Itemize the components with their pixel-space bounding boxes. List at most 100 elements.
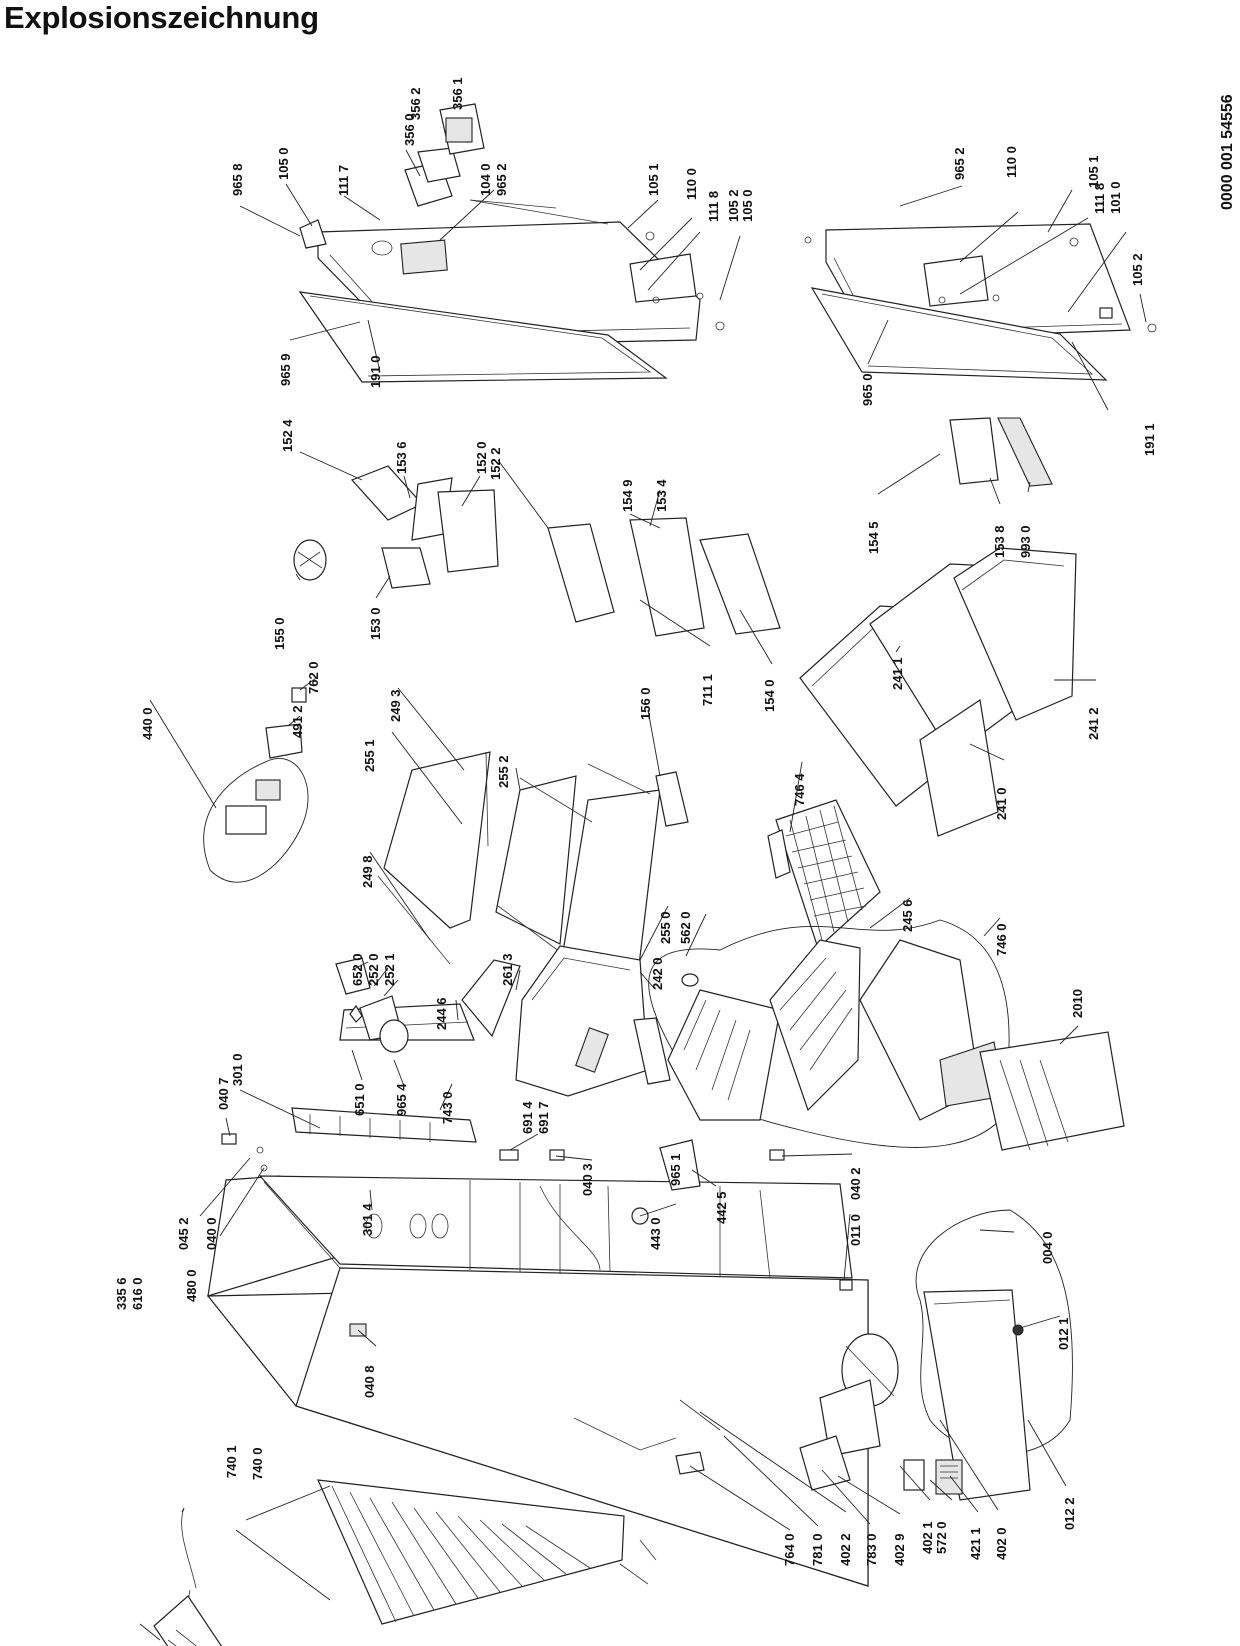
part-label: 156 0 xyxy=(638,687,653,720)
part-label: 783 0 xyxy=(864,1533,879,1566)
freezer-drawers xyxy=(799,547,1077,837)
part-label: 965 9 xyxy=(278,353,293,386)
part-label: 443 0 xyxy=(648,1217,663,1250)
part-label: 480 0 xyxy=(184,1269,199,1302)
part-label: 040 0 xyxy=(204,1217,219,1250)
part-label: 045 2 xyxy=(176,1217,191,1250)
part-label: 153 4 xyxy=(654,479,669,512)
rear-panel xyxy=(979,1031,1125,1151)
part-label: 040 7 xyxy=(216,1077,231,1110)
part-label: 402 1 xyxy=(920,1521,935,1554)
part-label: 651 0 xyxy=(352,1083,367,1116)
part-labels: 965 8 105 0 111 7 356 0 356 2 356 1 104 … xyxy=(114,77,1157,1566)
part-label: 740 0 xyxy=(250,1447,265,1480)
part-label: 762 0 xyxy=(306,661,321,694)
part-label: 255 2 xyxy=(496,755,511,788)
part-label: 105 0 xyxy=(740,189,755,222)
part-label: 562 0 xyxy=(678,911,693,944)
part-label: 442 5 xyxy=(714,1191,729,1224)
part-label: 040 2 xyxy=(848,1167,863,1200)
part-label: 241 0 xyxy=(994,787,1009,820)
part-label: 111 8 xyxy=(706,191,721,222)
front-cover xyxy=(291,1107,477,1143)
part-label: 105 2 xyxy=(726,189,741,222)
part-label: 746 0 xyxy=(994,923,1009,956)
fridge-door xyxy=(298,103,725,383)
part-label: 255 0 xyxy=(658,911,673,944)
part-label: 154 0 xyxy=(762,679,777,712)
part-label: 191 1 xyxy=(1142,423,1157,456)
part-label: 012 1 xyxy=(1056,1317,1071,1350)
part-label: 154 5 xyxy=(866,521,881,554)
part-label: 356 0 xyxy=(402,113,417,146)
part-label: 111 8 xyxy=(1092,183,1107,214)
part-label: 153 8 xyxy=(992,525,1007,558)
part-label: 746 4 xyxy=(792,773,807,806)
part-label: 105 0 xyxy=(276,147,291,180)
part-label: 040 3 xyxy=(580,1163,595,1196)
part-label: 111 7 xyxy=(336,165,351,196)
part-label: 652 0 xyxy=(350,953,365,986)
part-label: 191 0 xyxy=(368,355,383,388)
part-label: 152 0 xyxy=(474,441,489,474)
part-label: 101 0 xyxy=(1108,181,1123,214)
part-label: 764 0 xyxy=(782,1533,797,1566)
freezer-door xyxy=(804,223,1157,381)
part-label: 965 4 xyxy=(394,1083,409,1116)
part-label: 241 2 xyxy=(1086,707,1101,740)
part-label: 691 7 xyxy=(536,1101,551,1134)
part-label: 110 0 xyxy=(684,168,699,200)
control-light-group xyxy=(203,687,409,1053)
part-label: 402 0 xyxy=(994,1527,1009,1560)
part-label: 105 1 xyxy=(1086,155,1101,188)
part-label: 104 0 xyxy=(478,163,493,196)
part-label: 154 9 xyxy=(620,479,635,512)
wire-basket xyxy=(767,799,881,950)
part-label: 691 4 xyxy=(520,1101,535,1134)
part-label: 153 6 xyxy=(394,441,409,474)
part-label: 965 2 xyxy=(952,147,967,180)
part-label: 110 0 xyxy=(1004,146,1019,178)
glass-shelves xyxy=(377,751,689,991)
part-label: 152 2 xyxy=(488,447,503,480)
part-label: 261 3 xyxy=(500,953,515,986)
part-label: 965 0 xyxy=(860,373,875,406)
small-parts xyxy=(221,307,1113,1291)
part-label: 105 2 xyxy=(1130,253,1145,286)
part-label: 743 0 xyxy=(440,1091,455,1124)
part-label: 011 0 xyxy=(848,1214,863,1246)
vegetable-container xyxy=(339,945,671,1097)
part-label: 335 6 xyxy=(114,1277,129,1310)
part-label: 252 0 xyxy=(366,953,381,986)
pcb-and-cable xyxy=(153,1507,223,1646)
part-label: 245 6 xyxy=(900,899,915,932)
part-label: 241 1 xyxy=(890,657,905,690)
part-label: 781 0 xyxy=(810,1533,825,1566)
part-label: 440 0 xyxy=(140,707,155,740)
part-label: 993 0 xyxy=(1018,525,1033,558)
part-label: 040 8 xyxy=(362,1365,377,1398)
part-label: 402 9 xyxy=(892,1533,907,1566)
leader-lines xyxy=(139,149,1147,1641)
part-label: 242 0 xyxy=(650,957,665,990)
part-label: 155 0 xyxy=(272,617,287,650)
part-label: 012 2 xyxy=(1062,1497,1077,1530)
part-label: 249 3 xyxy=(388,689,403,722)
part-label: 711 1 xyxy=(700,674,715,706)
cabinet-body xyxy=(206,1175,869,1587)
part-label: 491 2 xyxy=(290,705,305,738)
part-label: 965 8 xyxy=(230,163,245,196)
part-label: 402 2 xyxy=(838,1533,853,1566)
compressor-group xyxy=(799,1209,1073,1501)
part-label: 301 4 xyxy=(360,1203,375,1236)
part-label: 421 1 xyxy=(968,1527,983,1560)
part-label: 249 8 xyxy=(360,855,375,888)
condenser xyxy=(188,1399,721,1641)
part-label: 004 0 xyxy=(1040,1231,1055,1264)
part-label: 2010 xyxy=(1070,989,1085,1018)
part-label: 152 4 xyxy=(280,419,295,452)
part-label: 153 0 xyxy=(368,607,383,640)
document-number: 0000 001 54556 xyxy=(1219,94,1236,210)
evaporator-group xyxy=(648,919,1010,1148)
